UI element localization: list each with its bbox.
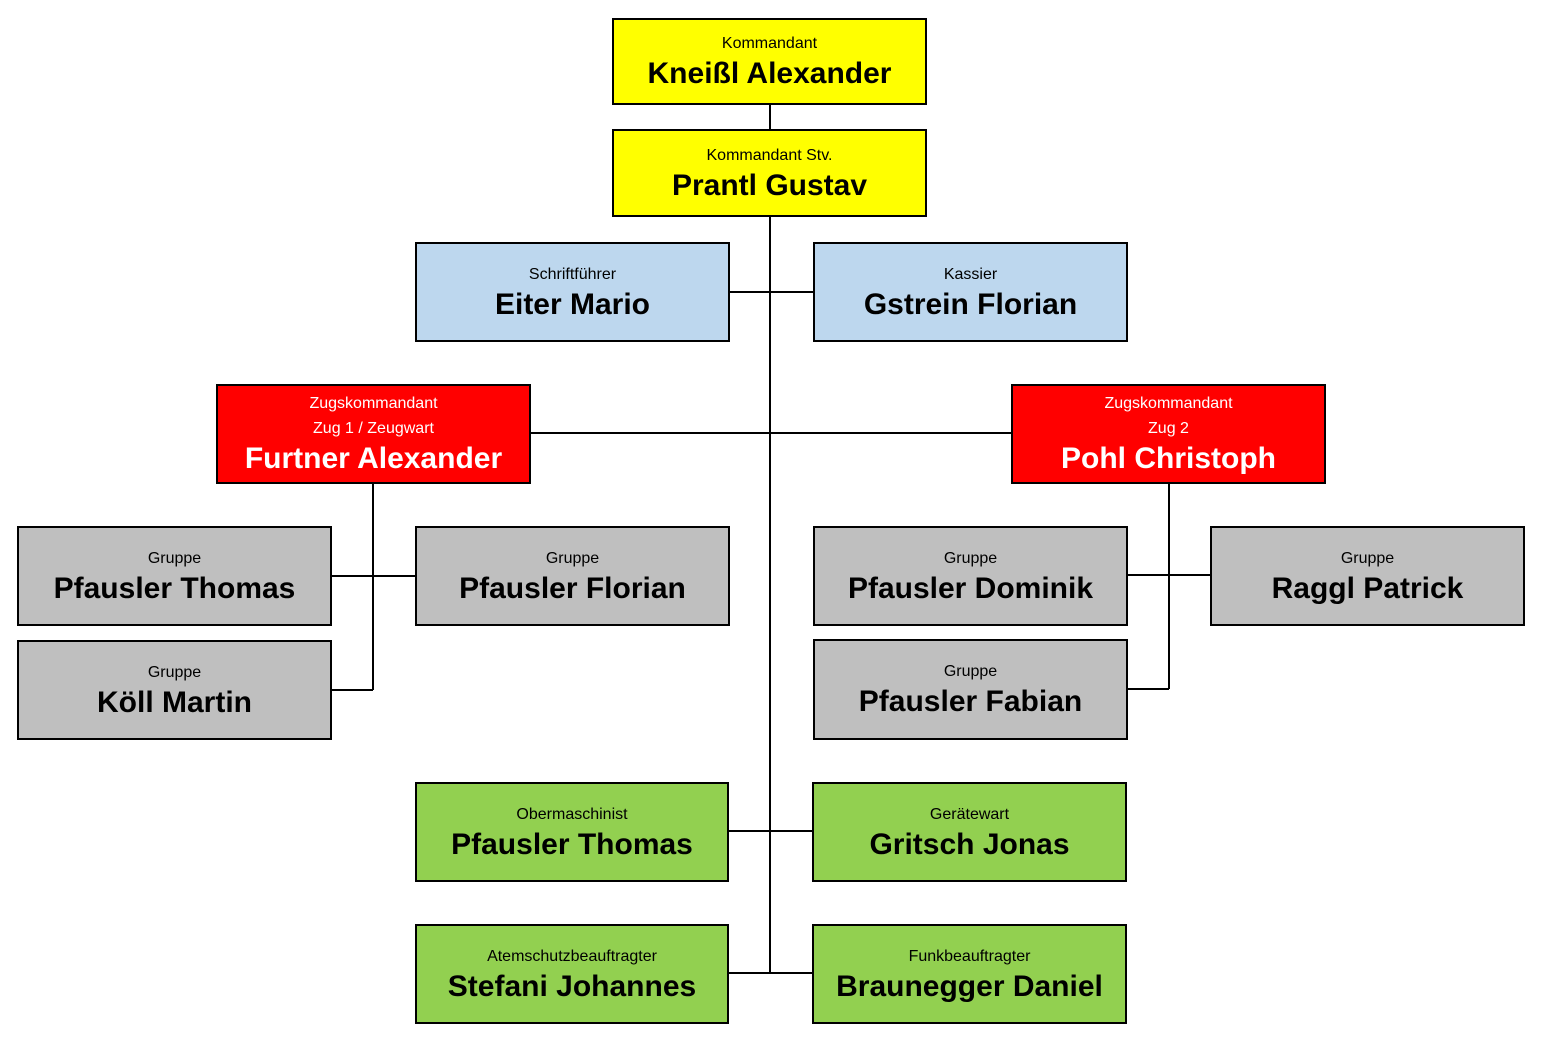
node-kommandant: Kommandant Kneißl Alexander [612, 18, 927, 105]
person-name: Pfausler Thomas [53, 571, 296, 605]
role-label: Gruppe [943, 549, 998, 567]
person-name: Furtner Alexander [244, 442, 503, 475]
role-label: Gerätewart [929, 805, 1010, 823]
node-zugskommandant-zug2: Zugskommandant Zug 2 Pohl Christoph [1011, 384, 1326, 484]
node-gruppe-pfausler-florian: Gruppe Pfausler Florian [415, 526, 730, 626]
node-kommandant-stv: Kommandant Stv. Prantl Gustav [612, 129, 927, 217]
role-label: Obermaschinist [516, 805, 628, 823]
person-name: Pfausler Fabian [858, 685, 1083, 718]
person-name: Pohl Christoph [1061, 442, 1276, 475]
node-atemschutzbeauftragter: Atemschutzbeauftragter Stefani Johannes [415, 924, 729, 1024]
role-label: Kommandant [721, 35, 818, 52]
node-schriftfuehrer: Schriftführer Eiter Mario [415, 242, 730, 342]
role-label: Zugskommandant Zug 2 [1104, 395, 1233, 437]
person-name: Pfausler Thomas [451, 827, 693, 861]
person-name: Eiter Mario [494, 287, 651, 321]
person-name: Gstrein Florian [863, 287, 1078, 321]
person-name: Stefani Johannes [447, 969, 697, 1003]
role-label: Funkbeauftragter [908, 947, 1031, 965]
person-name: Gritsch Jonas [869, 827, 1070, 861]
node-funkbeauftragter: Funkbeauftragter Braunegger Daniel [812, 924, 1127, 1024]
role-label: Atemschutzbeauftragter [487, 947, 657, 965]
person-name: Kneißl Alexander [647, 57, 892, 90]
person-name: Pfausler Florian [459, 571, 686, 605]
node-gruppe-pfausler-thomas: Gruppe Pfausler Thomas [17, 526, 332, 626]
node-gruppe-raggl-patrick: Gruppe Raggl Patrick [1210, 526, 1525, 626]
node-geraetewart: Gerätewart Gritsch Jonas [812, 782, 1127, 882]
role-label: Gruppe [943, 663, 998, 680]
role-label: Kommandant Stv. [706, 146, 833, 164]
node-obermaschinist: Obermaschinist Pfausler Thomas [415, 782, 729, 882]
person-name: Köll Martin [97, 685, 252, 719]
node-gruppe-pfausler-dominik: Gruppe Pfausler Dominik [813, 526, 1128, 626]
node-gruppe-koell-martin: Gruppe Köll Martin [17, 640, 332, 740]
person-name: Prantl Gustav [671, 168, 868, 202]
person-name: Pfausler Dominik [847, 571, 1094, 605]
role-label: Gruppe [1340, 549, 1395, 567]
node-gruppe-pfausler-fabian: Gruppe Pfausler Fabian [813, 639, 1128, 740]
node-zugskommandant-zug1: Zugskommandant Zug 1 / Zeugwart Furtner … [216, 384, 531, 484]
role-label: Kassier [943, 265, 998, 283]
person-name: Raggl Patrick [1271, 571, 1464, 605]
role-label: Schriftführer [528, 265, 617, 283]
role-label: Gruppe [545, 549, 600, 567]
role-label: Gruppe [147, 549, 202, 567]
person-name: Braunegger Daniel [836, 969, 1103, 1003]
node-kassier: Kassier Gstrein Florian [813, 242, 1128, 342]
role-label: Gruppe [147, 663, 202, 681]
role-label: Zugskommandant Zug 1 / Zeugwart [309, 395, 438, 437]
